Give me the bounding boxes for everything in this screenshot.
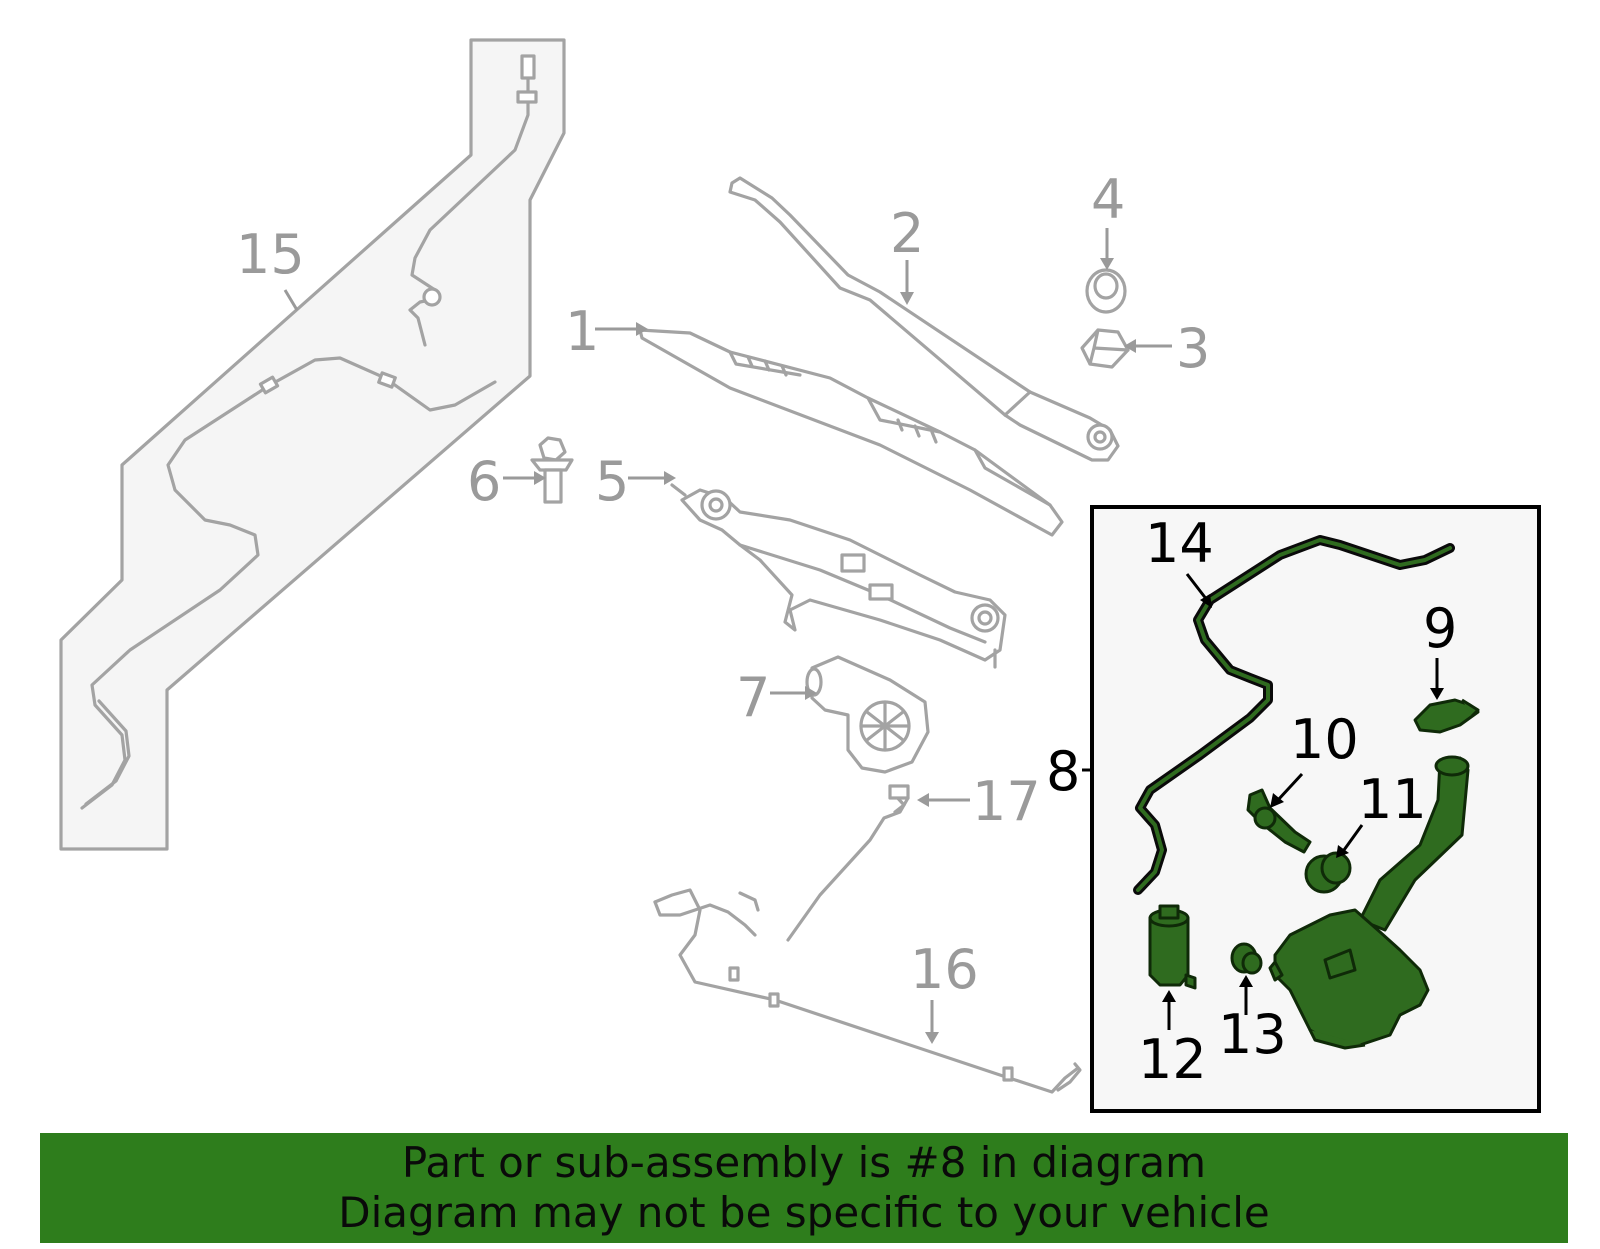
- part-6-bolt[interactable]: [530, 436, 574, 504]
- leader-lines: [283, 228, 1444, 1044]
- callout-13: 13: [1218, 1003, 1287, 1066]
- banner-line-2: Diagram may not be specific to your vehi…: [338, 1188, 1270, 1237]
- part-15-panel-hoses[interactable]: [59, 38, 566, 851]
- part-7-wiper-motor[interactable]: [805, 655, 930, 774]
- callout-4: 4: [1091, 168, 1125, 231]
- callout-17: 17: [972, 770, 1041, 833]
- callout-7: 7: [736, 666, 770, 729]
- part-10-fitting[interactable]: [1246, 788, 1312, 854]
- part-2-wiper-arm[interactable]: [728, 176, 1120, 462]
- part-1-wiper-blade[interactable]: [638, 328, 1064, 537]
- part-5-wiper-linkage[interactable]: [670, 483, 1007, 669]
- part-11-grommet[interactable]: [1304, 851, 1352, 894]
- part-13-grommet[interactable]: [1230, 942, 1263, 975]
- callout-11: 11: [1358, 768, 1427, 831]
- callout-8: 8: [1046, 740, 1080, 803]
- callout-2: 2: [890, 202, 924, 265]
- callout-12: 12: [1138, 1028, 1207, 1091]
- part-4-nut-cap[interactable]: [1085, 268, 1127, 314]
- banner-line-1: Part or sub-assembly is #8 in diagram: [401, 1138, 1207, 1187]
- callout-3: 3: [1176, 317, 1210, 380]
- part-14-hose[interactable]: [1133, 535, 1455, 895]
- callout-10: 10: [1290, 708, 1359, 771]
- callout-6: 6: [467, 450, 501, 513]
- callout-16: 16: [910, 938, 979, 1001]
- part-17-nozzle-hose[interactable]: [786, 784, 910, 942]
- part-3-nut[interactable]: [1080, 328, 1130, 369]
- callout-14: 14: [1145, 512, 1214, 575]
- part-8-assembly-box[interactable]: [1090, 505, 1541, 1113]
- callout-5: 5: [595, 450, 629, 513]
- callout-1: 1: [565, 300, 599, 363]
- part-9-filler-cap[interactable]: [1413, 698, 1480, 734]
- part-8-washer-reservoir[interactable]: [1268, 755, 1470, 1050]
- part-16-washer-hose[interactable]: [653, 888, 1082, 1094]
- part-12-washer-pump[interactable]: [1148, 904, 1197, 990]
- callout-15: 15: [236, 223, 305, 286]
- callout-9: 9: [1423, 597, 1457, 660]
- info-banner: Part or sub-assembly is #8 in diagram Di…: [40, 1133, 1568, 1243]
